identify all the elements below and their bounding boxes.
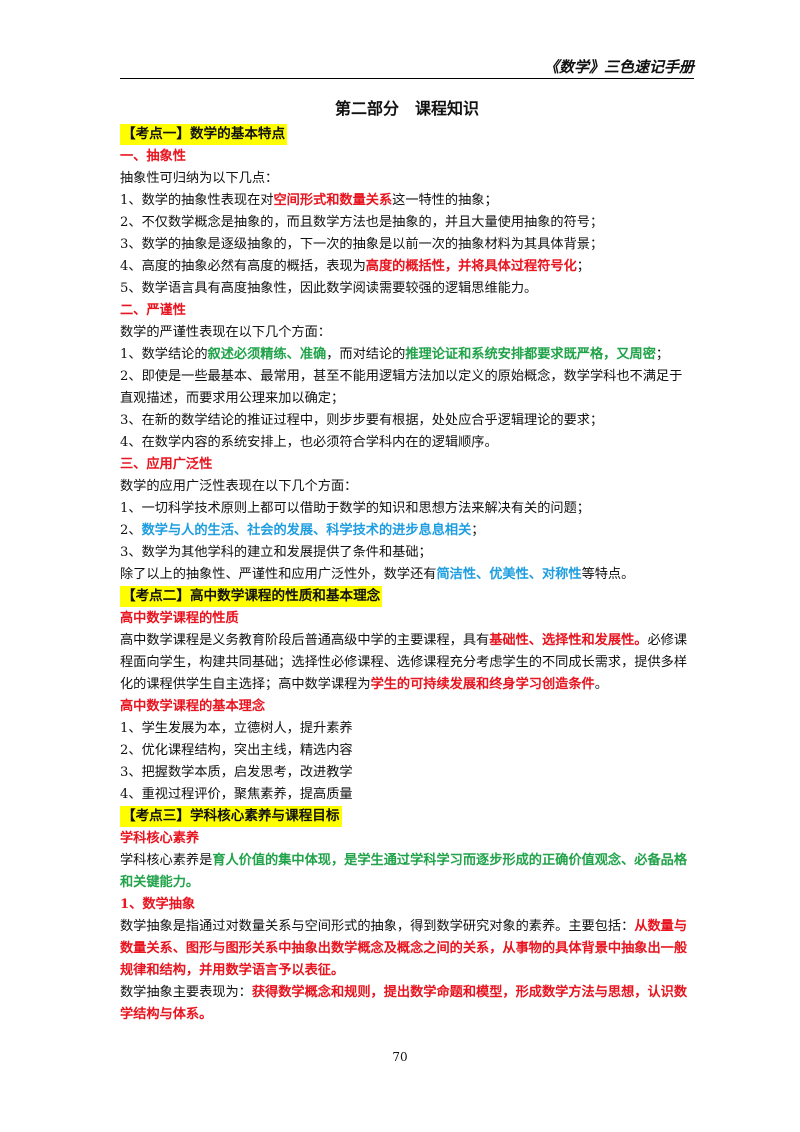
subheading: 高中数学课程的基本理念 bbox=[120, 699, 266, 714]
list-item: 3、数学的抽象是逐级抽象的，下一次的抽象是以前一次的抽象材料为其具体背景； bbox=[120, 237, 604, 252]
section-number: 一、 bbox=[120, 149, 147, 164]
list-item: 1、一切科学技术原则上都可以借助于数学的知识和思想方法来解决有关的问题； bbox=[120, 501, 590, 516]
paragraph: 学科核心素养是育人价值的集中体现，是学生通过学科学习而逐步形成的正确价值观念、必… bbox=[120, 853, 688, 890]
section-heading-rigor: 二、严谨性 bbox=[120, 303, 186, 318]
list-item: 2、即使是一些最基本、最常用，甚至不能用逻辑方法加以定义的原始概念，数学学科也不… bbox=[120, 369, 683, 406]
kaodian-3-label: 【考点三】学科核心素养与课程目标 bbox=[120, 806, 342, 827]
list-item: 5、数学语言具有高度抽象性，因此数学阅读需要较强的逻辑思维能力。 bbox=[120, 281, 538, 296]
subheading: 高中数学课程的性质 bbox=[120, 611, 239, 626]
paragraph: 数学的严谨性表现在以下几个方面： bbox=[120, 325, 331, 340]
list-item: 1、学生发展为本，立德树人，提升素养 bbox=[120, 721, 353, 736]
list-item: 4、高度的抽象必然有高度的概括，表现为高度的概括性，并将具体过程符号化； bbox=[120, 259, 590, 274]
list-item: 4、在数学内容的系统安排上，也必须符合学科内在的逻辑顺序。 bbox=[120, 435, 498, 450]
section-heading-abstraction: 一、抽象性 bbox=[120, 146, 694, 168]
paragraph: 数学抽象主要表现为：获得数学概念和规则，提出数学命题和模型，形成数学方法与思想，… bbox=[120, 985, 688, 1022]
paragraph: 抽象性可归纳为以下几点： bbox=[120, 171, 279, 186]
list-item: 1、数学结论的叙述必须精练、准确，而对结论的推理论证和系统安排都要求既严格，又周… bbox=[120, 347, 670, 362]
list-item: 1、数学的抽象性表现在对空间形式和数量关系这一特性的抽象； bbox=[120, 193, 498, 208]
kaodian-2-label: 【考点二】高中数学课程的性质和基本理念 bbox=[120, 586, 383, 607]
section-heading-application: 三、应用广泛性 bbox=[120, 457, 213, 472]
page-title: 第二部分 课程知识 bbox=[334, 99, 479, 118]
paragraph: 除了以上的抽象性、严谨性和应用广泛性外，数学还有简洁性、优美性、对称性等特点。 bbox=[120, 567, 635, 582]
list-item: 3、把握数学本质，启发思考，改进教学 bbox=[120, 765, 353, 780]
header-title: 《数学》三色速记手册 bbox=[543, 58, 694, 76]
list-item: 2、优化课程结构，突出主线，精选内容 bbox=[120, 743, 353, 758]
paragraph: 数学的应用广泛性表现在以下几个方面： bbox=[120, 479, 358, 494]
list-item: 3、在新的数学结论的推证过程中，则步步要有根据，处处应合乎逻辑理论的要求； bbox=[120, 413, 604, 428]
list-item: 2、不仅数学概念是抽象的，而且数学方法也是抽象的，并且大量使用抽象的符号； bbox=[120, 215, 604, 230]
section-title: 抽象性 bbox=[146, 149, 186, 164]
subheading: 学科核心素养 bbox=[120, 831, 200, 846]
paragraph: 高中数学课程是义务教育阶段后普通高级中学的主要课程，具有基础性、选择性和发展性。… bbox=[120, 633, 688, 692]
list-item: 2、数学与人的生活、社会的发展、科学技术的进步息息相关； bbox=[120, 523, 485, 538]
header-rule bbox=[120, 78, 694, 79]
kaodian-1-label: 【考点一】数学的基本特点 bbox=[120, 124, 288, 145]
paragraph: 数学抽象是指通过对数量关系与空间形式的抽象，得到数学研究对象的素养。主要包括：从… bbox=[120, 919, 688, 978]
subheading: 1、数学抽象 bbox=[120, 897, 196, 912]
page-content: 第二部分 课程知识 【考点一】数学的基本特点 一、抽象性 抽象性可归纳为以下几点… bbox=[120, 96, 694, 1026]
list-item: 4、重视过程评价，聚焦素养，提高质量 bbox=[120, 787, 353, 802]
page-number: 70 bbox=[392, 1050, 408, 1064]
list-item: 3、数学为其他学科的建立和发展提供了条件和基础； bbox=[120, 545, 432, 560]
